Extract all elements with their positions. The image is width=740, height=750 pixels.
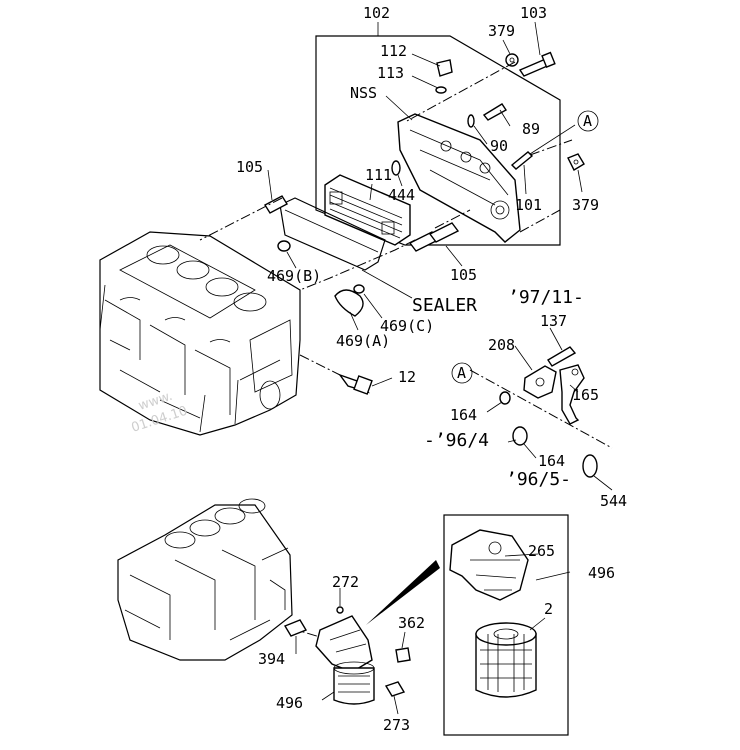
label-111: 111 bbox=[365, 166, 392, 184]
assembly-102-frame bbox=[315, 35, 561, 246]
label-112: 112 bbox=[380, 42, 407, 60]
part-labels: 102 103 379 112 113 NSS 89 90 A 105 111 … bbox=[236, 4, 627, 734]
leader-lines bbox=[267, 21, 613, 715]
label-165: 165 bbox=[572, 386, 599, 404]
pipe-105b-b bbox=[428, 222, 460, 243]
engine-block-lower bbox=[117, 498, 293, 661]
label-105a: 105 bbox=[236, 158, 263, 176]
label-208: 208 bbox=[488, 336, 515, 354]
filter-head-small bbox=[315, 615, 373, 673]
label-sealer: SEALER bbox=[412, 295, 477, 316]
label-379a: 379 bbox=[488, 22, 515, 40]
engine-block-upper bbox=[99, 231, 301, 436]
washer-379a bbox=[505, 53, 519, 67]
label-362: 362 bbox=[398, 614, 425, 632]
pipe-165 bbox=[559, 364, 585, 425]
label-96-4: -’96/4 bbox=[424, 430, 489, 451]
label-97-11: ’97/11- bbox=[508, 287, 584, 308]
label-394: 394 bbox=[258, 650, 285, 668]
alignment-lines bbox=[199, 61, 613, 641]
stud-101 bbox=[510, 151, 534, 170]
fitting-12 bbox=[338, 373, 373, 395]
ref-circle-a-lower bbox=[451, 362, 473, 384]
washer-113 bbox=[435, 86, 447, 94]
label-a-lower: A bbox=[457, 364, 466, 382]
label-164b: 164 bbox=[538, 452, 565, 470]
oring-469c bbox=[353, 284, 365, 294]
oring-444 bbox=[391, 160, 401, 176]
label-544: 544 bbox=[600, 492, 627, 510]
stud-394 bbox=[283, 619, 308, 637]
label-nss: NSS bbox=[350, 84, 377, 102]
sensor-362 bbox=[395, 647, 411, 663]
label-102: 102 bbox=[363, 4, 390, 22]
oil-cooler-housing bbox=[397, 113, 521, 243]
plug-112 bbox=[436, 59, 453, 77]
label-12: 12 bbox=[398, 368, 416, 386]
label-272: 272 bbox=[332, 573, 359, 591]
label-444: 444 bbox=[388, 186, 415, 204]
label-137: 137 bbox=[540, 312, 567, 330]
sealer-gasket bbox=[279, 197, 386, 271]
label-90: 90 bbox=[490, 137, 508, 155]
label-469b: 469(B) bbox=[267, 267, 321, 285]
label-96-5: ’96/5- bbox=[506, 469, 571, 490]
oring-544 bbox=[582, 454, 598, 478]
label-469a: 469(A) bbox=[336, 332, 390, 350]
oil-pipe-bracket bbox=[499, 346, 598, 478]
oring-469a bbox=[334, 289, 364, 317]
label-105b: 105 bbox=[450, 266, 477, 284]
oring-164a bbox=[499, 391, 511, 405]
label-273: 273 bbox=[383, 716, 410, 734]
oil-filter-assembly bbox=[283, 514, 569, 736]
label-101: 101 bbox=[515, 196, 542, 214]
washer-379b bbox=[567, 153, 585, 171]
filter-head-265 bbox=[449, 529, 529, 601]
label-265: 265 bbox=[528, 542, 555, 560]
label-496a: 496 bbox=[588, 564, 615, 582]
label-a-upper: A bbox=[583, 112, 592, 130]
filter-cartridge-small bbox=[333, 667, 375, 705]
oring-90 bbox=[467, 114, 475, 128]
oring-469b bbox=[277, 240, 291, 252]
cooler-element bbox=[324, 174, 411, 246]
plug-272 bbox=[336, 606, 344, 614]
pipe-105a bbox=[264, 195, 288, 214]
detail-496-frame bbox=[443, 514, 569, 736]
label-469c: 469(C) bbox=[380, 317, 434, 335]
plug-273 bbox=[384, 681, 406, 697]
label-496b: 496 bbox=[276, 694, 303, 712]
oil-cooler-assembly bbox=[264, 35, 585, 271]
bolt-137 bbox=[547, 346, 577, 367]
label-89: 89 bbox=[522, 120, 540, 138]
detail-pointer bbox=[366, 560, 440, 625]
label-379b: 379 bbox=[572, 196, 599, 214]
ref-circle-a-upper bbox=[577, 110, 599, 132]
gasket-164b bbox=[512, 426, 528, 446]
label-164a: 164 bbox=[450, 406, 477, 424]
label-113: 113 bbox=[377, 64, 404, 82]
bolt-89 bbox=[482, 103, 508, 121]
label-2: 2 bbox=[544, 600, 553, 618]
label-103: 103 bbox=[520, 4, 547, 22]
